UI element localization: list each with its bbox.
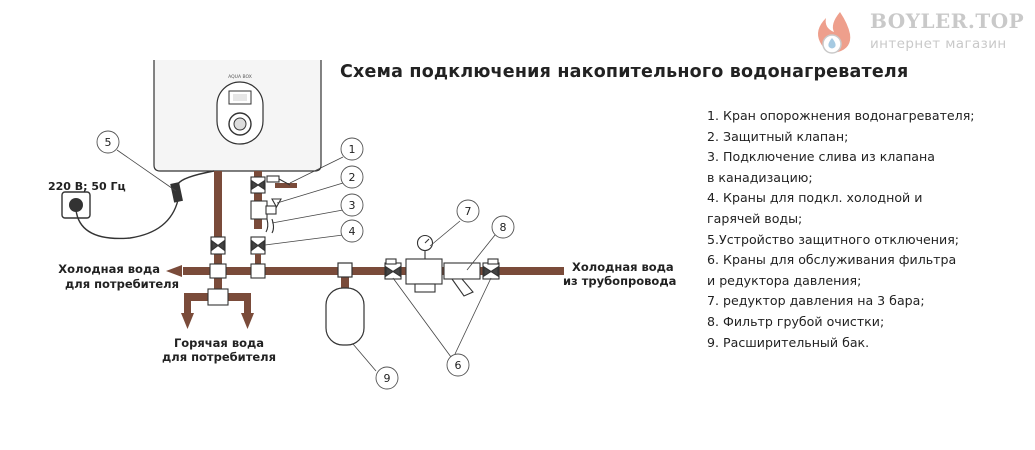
drain-hose — [265, 218, 275, 234]
hot-water-tap — [250, 236, 266, 267]
tee-cold — [209, 263, 227, 279]
drain-tap — [250, 175, 291, 194]
legend-item: 4. Краны для подкл. холодной и — [707, 190, 923, 206]
leader-8 — [466, 234, 496, 271]
leader-1 — [289, 156, 344, 184]
svg-text:9: 9 — [384, 372, 391, 385]
callout-8: 8 — [491, 215, 515, 239]
hot-drop-right — [244, 293, 251, 315]
legend-item: 8. Фильтр грубой очистки; — [707, 313, 885, 329]
legend-item: 1. Кран опорожнения водонагревателя; — [707, 108, 975, 123]
cold-water-tap — [210, 236, 226, 255]
svg-text:6: 6 — [455, 359, 462, 372]
callout-1: 1 — [340, 137, 364, 161]
power-cable — [75, 199, 179, 240]
hot-consumer-label-2: для потребителя — [162, 350, 276, 364]
heater-brand: AQUA BOX — [228, 74, 252, 80]
hot-arrow-left-head — [181, 313, 194, 329]
diagram-title: Схема подключения накопительного водонаг… — [340, 62, 909, 82]
cold-consumer-arrow-head — [166, 265, 182, 277]
cold-main-pipe — [183, 267, 534, 275]
filter-service-tap-left — [384, 258, 402, 280]
hot-outlet-pipe — [254, 171, 262, 229]
legend-item: 2. Защитный клапан; — [707, 128, 849, 144]
legend-list: 1. Кран опорожнения водонагревателя; 2. … — [707, 106, 1032, 353]
hot-consumer-label-1: Горячая вода — [174, 336, 264, 350]
leader-5 — [116, 149, 177, 192]
rcd-device — [170, 182, 183, 203]
water-heater: AQUA BOX — [153, 60, 322, 172]
svg-text:1: 1 — [349, 143, 356, 156]
legend-item: в канадизацию; — [707, 169, 813, 185]
expansion-tank — [325, 262, 365, 346]
legend-item: 9. Расширительный бак. — [707, 334, 870, 350]
coarse-filter — [443, 262, 481, 297]
callout-6: 6 — [446, 353, 470, 377]
filter-service-tap-right — [482, 258, 500, 280]
svg-text:7: 7 — [465, 205, 472, 218]
drain-tap-pipe — [275, 183, 297, 188]
flame-drop-icon — [818, 12, 851, 54]
hot-arrow-right-head — [241, 313, 254, 329]
leader-6b — [454, 277, 492, 355]
callout-7: 7 — [456, 199, 480, 223]
svg-text:2: 2 — [349, 171, 356, 184]
cold-consumer-label-2: для потребителя — [65, 277, 179, 291]
power-socket — [61, 170, 215, 240]
legend-item: гарячей воды; — [707, 210, 803, 226]
site-logo[interactable]: BOYLER.TOP интернет магазин — [808, 8, 1030, 58]
callout-3: 3 — [340, 193, 364, 217]
socket-icon — [69, 198, 83, 212]
legend-item: 6. Краны для обслуживания фильтра — [707, 252, 957, 268]
logo-title: BOYLER.TOP — [870, 9, 1025, 33]
tee-hot — [250, 263, 266, 279]
legend-item: 3. Подключение слива из клапана — [707, 149, 935, 165]
logo-subtitle: интернет магазин — [870, 36, 1007, 52]
pressure-reducer — [405, 234, 443, 293]
hot-drop-left — [184, 293, 191, 315]
legend-item: 5.Устройство защитного отключения; — [707, 231, 960, 247]
tee-hot-bottom — [207, 288, 229, 306]
callout-9: 9 — [375, 366, 399, 390]
callout-5: 5 — [96, 130, 120, 154]
power-label: 220 В; 50 Гц — [48, 180, 126, 193]
cold-inlet-pipe — [214, 171, 222, 300]
cold-supply-label-1: Холодная вода — [572, 260, 674, 274]
leader-6a — [392, 277, 452, 358]
leader-9 — [352, 343, 377, 372]
svg-text:3: 3 — [349, 199, 356, 212]
tank-connector-pipe — [341, 272, 349, 290]
safety-valve — [250, 198, 282, 220]
callout-4: 4 — [340, 219, 364, 243]
cold-consumer-label-1: Холодная вода — [58, 262, 160, 276]
callout-2: 2 — [340, 165, 364, 189]
leader-3 — [271, 209, 344, 224]
leader-7 — [429, 220, 461, 247]
svg-text:4: 4 — [349, 225, 356, 238]
leader-2 — [276, 182, 344, 204]
leader-4 — [264, 234, 344, 246]
svg-text:5: 5 — [105, 136, 112, 149]
legend-item: 7. редуктор давления на 3 бара; — [707, 293, 925, 309]
legend-item: и редуктора давления; — [707, 272, 862, 288]
cold-supply-label-2: из трубопровода — [563, 274, 676, 288]
cold-supply-pipe-end — [534, 267, 564, 275]
svg-text:8: 8 — [500, 221, 507, 234]
